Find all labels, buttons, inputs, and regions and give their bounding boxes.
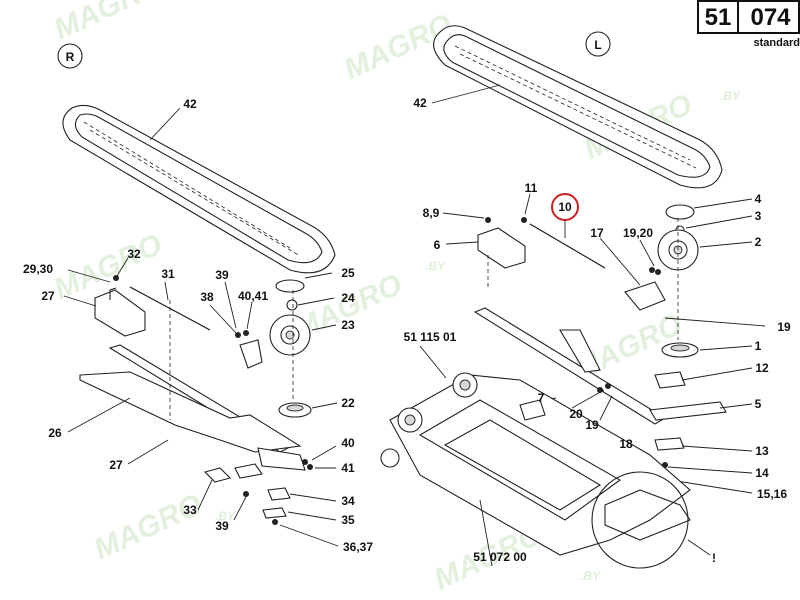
label-25: 25 <box>341 266 355 280</box>
label-39-b: 39 <box>215 519 229 533</box>
label-2: 2 <box>755 235 762 249</box>
label-19-b: 19 <box>585 418 599 432</box>
label-36-37: 36,37 <box>343 540 373 554</box>
chain-loop-right <box>62 104 336 274</box>
base-plate-right <box>79 371 302 453</box>
label-11: 11 <box>525 181 538 195</box>
label-39: 39 <box>215 268 229 282</box>
watermark-text: MAGRO <box>89 488 207 567</box>
label-38: 38 <box>200 290 214 304</box>
tension-rod-left <box>529 223 606 269</box>
label-32: 32 <box>127 247 141 261</box>
label-5: 5 <box>755 397 762 411</box>
catalog-code-number: 074 <box>750 4 791 31</box>
label-27-b: 27 <box>109 458 123 472</box>
label-6: 6 <box>434 238 441 252</box>
label-35: 35 <box>341 513 355 527</box>
label-19-20: 19,20 <box>623 226 653 240</box>
label-4: 4 <box>755 192 762 206</box>
label-exclamation: ! <box>712 551 716 565</box>
catalog-code-prefix: 51 <box>704 4 732 31</box>
label-33: 33 <box>183 503 197 517</box>
label-17: 17 <box>590 226 604 240</box>
label-24: 24 <box>341 291 355 305</box>
label-7: 7 <box>538 391 545 405</box>
label-51-072-00: 51 072 00 <box>473 550 527 564</box>
variant-label: standard <box>753 37 800 49</box>
tensioner-plate-left <box>624 267 666 311</box>
watermark-suffix: .BY <box>720 89 741 103</box>
guide-rail-left <box>473 307 667 425</box>
label-51-115-01: 51 115 01 <box>404 330 457 344</box>
lower-bracket-right <box>257 447 313 471</box>
bracket-right <box>94 287 146 337</box>
bracket-left <box>477 227 526 269</box>
watermark-text: MAGRO <box>49 0 167 46</box>
part-labels: 42 32 31 29,30 27 39 38 40,41 25 24 23 2… <box>23 96 791 565</box>
tensioner-plate-right <box>235 330 263 369</box>
small-parts-right <box>203 463 291 525</box>
watermark-suffix: .BY <box>580 569 601 583</box>
label-18: 18 <box>619 437 633 451</box>
label-26: 26 <box>48 426 62 440</box>
label-12: 12 <box>755 361 769 375</box>
code-divider <box>737 2 739 32</box>
side-marker-right: R <box>57 43 83 69</box>
watermark-suffix: .BY <box>215 509 236 523</box>
label-27: 27 <box>41 289 55 303</box>
label-19: 19 <box>777 320 791 334</box>
label-22: 22 <box>341 396 355 410</box>
label-40-41: 40,41 <box>238 289 268 303</box>
label-3: 3 <box>755 209 762 223</box>
catalog-code-box: 51 074 <box>697 0 800 34</box>
label-1: 1 <box>755 339 762 353</box>
side-marker-left: L <box>585 31 611 57</box>
label-10: 10 <box>558 200 572 214</box>
label-23: 23 <box>341 318 355 332</box>
chain-loop-left <box>433 25 723 189</box>
label-42-b: 42 <box>413 96 427 110</box>
label-34: 34 <box>341 494 355 508</box>
label-40: 40 <box>341 436 355 450</box>
side-marker-right-label: R <box>66 50 75 64</box>
label-13: 13 <box>755 444 769 458</box>
detail-callout <box>591 471 691 569</box>
label-14: 14 <box>755 466 769 480</box>
label-42: 42 <box>183 97 197 111</box>
label-8-9: 8,9 <box>423 206 440 220</box>
label-20: 20 <box>569 407 583 421</box>
gearbox-frame-assembly <box>380 372 691 556</box>
watermark-suffix: .BY <box>425 259 446 273</box>
label-29-30: 29,30 <box>23 262 53 276</box>
label-15-16: 15,16 <box>757 487 787 501</box>
side-marker-left-label: L <box>594 38 601 52</box>
sprocket-right <box>269 279 312 418</box>
label-41: 41 <box>341 461 355 475</box>
label-31: 31 <box>161 267 175 281</box>
